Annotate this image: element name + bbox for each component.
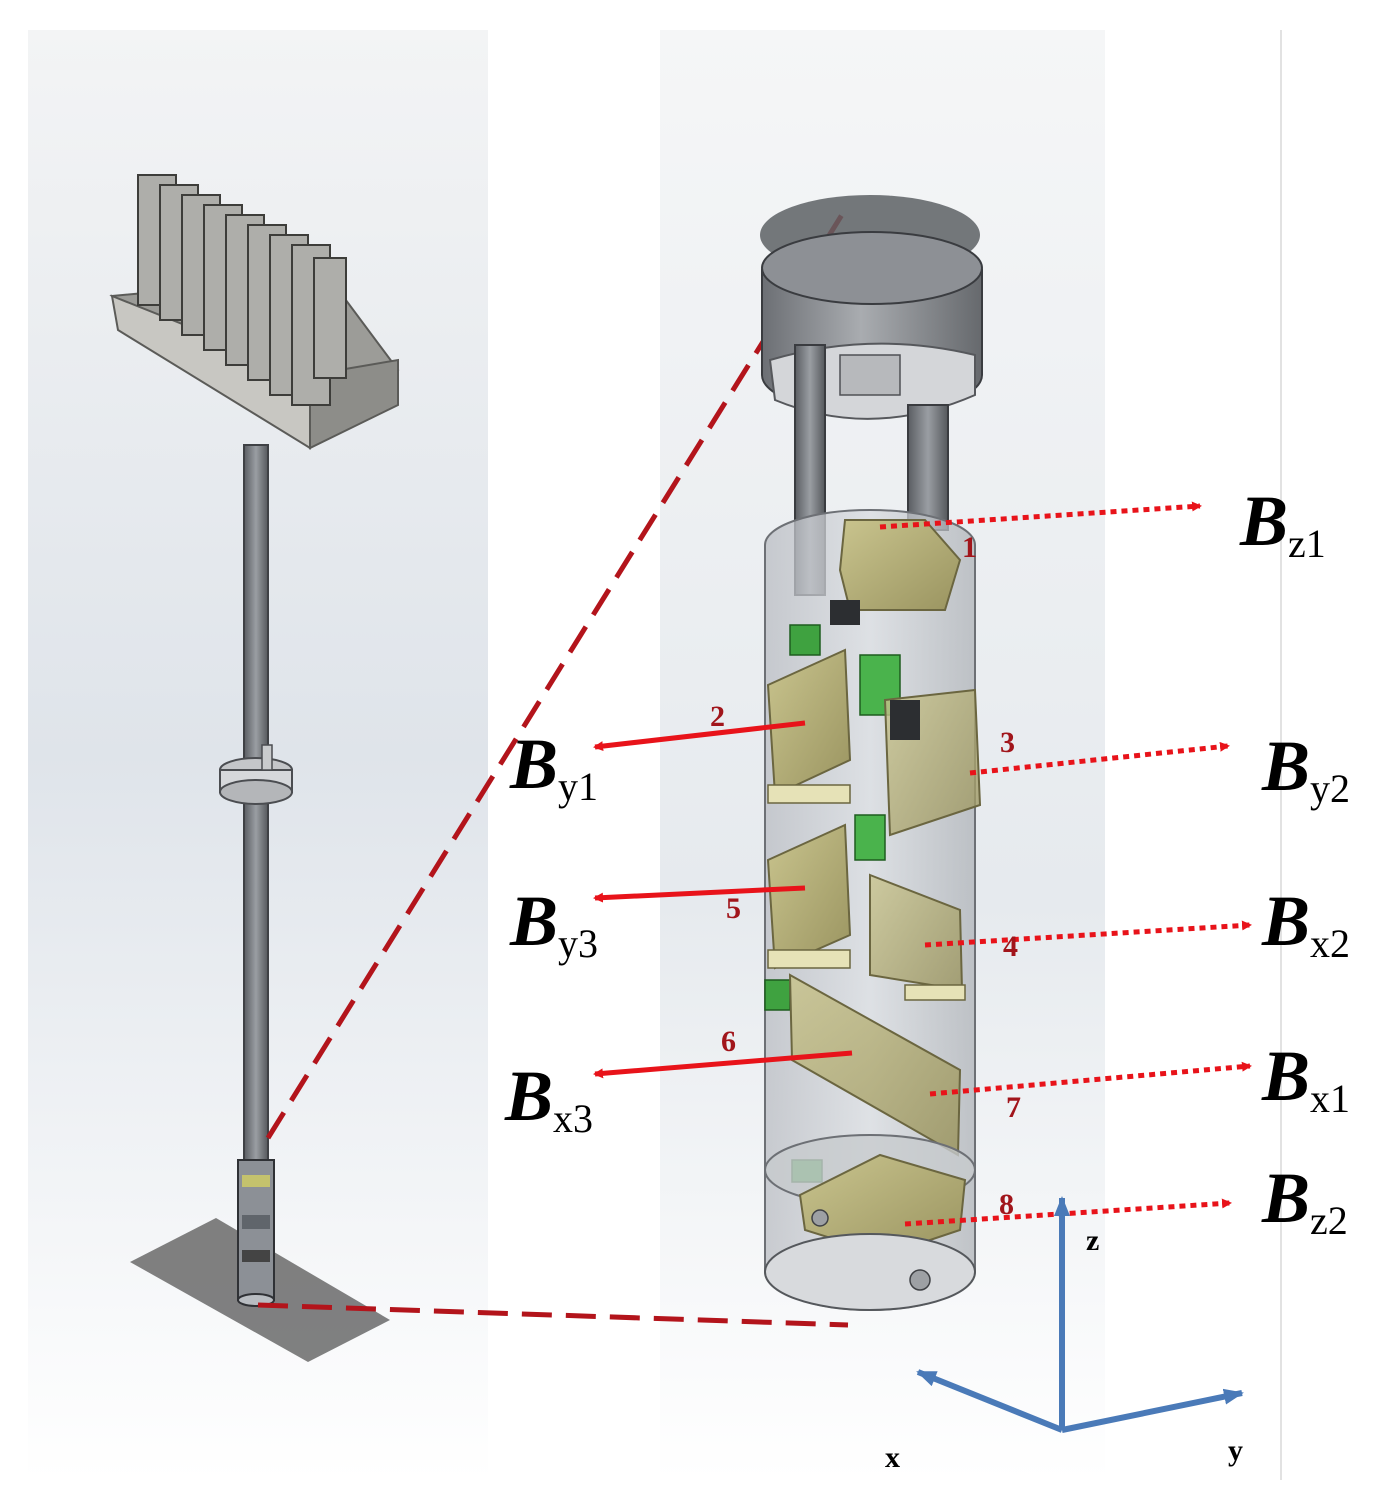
sensor-head-illustration (760, 195, 983, 1311)
full-probe-illustration (109, 174, 400, 1362)
sensor-arrows (593, 501, 1252, 1227)
arrow-by3 (593, 885, 806, 903)
arrow-bz1 (879, 501, 1202, 530)
label-bx1: Bx1 (1261, 1036, 1350, 1121)
label-by1: By1 (509, 724, 598, 809)
y-axis (1061, 1388, 1244, 1433)
leader-line-bottom (257, 1302, 849, 1328)
coordinate-axes: z x y (885, 1196, 1244, 1474)
arrow-bx1 (929, 1061, 1252, 1097)
label-bx3: Bx3 (504, 1056, 593, 1141)
sensor-number-6: 6 (721, 1025, 736, 1058)
sensor-number-7: 7 (1006, 1091, 1021, 1124)
connector-array (137, 174, 347, 406)
sensor-number-5: 5 (726, 892, 741, 925)
sensor-numbers: 1 2 3 4 5 6 7 8 (710, 531, 1021, 1221)
label-bz1: Bz1 (1239, 481, 1326, 566)
label-by2: By2 (1261, 726, 1350, 811)
x-axis (916, 1369, 1064, 1433)
y-axis-label: y (1228, 1434, 1243, 1467)
sensor-number-3: 3 (1000, 726, 1015, 759)
label-by3: By3 (509, 881, 598, 966)
sensor-number-1: 1 (962, 531, 977, 564)
sensor-number-4: 4 (1003, 930, 1018, 963)
sensor-number-2: 2 (710, 700, 725, 733)
label-bx2: Bx2 (1261, 881, 1350, 966)
x-axis-label: x (885, 1441, 900, 1474)
field-labels: Bz1 By1 By2 By3 Bx2 Bx3 Bx1 Bz2 (504, 481, 1350, 1243)
leader-line-top (265, 203, 851, 1140)
sensor-number-8: 8 (999, 1188, 1014, 1221)
z-axis-label: z (1086, 1224, 1099, 1257)
arrow-bx3 (593, 1050, 853, 1079)
arrow-by1 (593, 720, 806, 752)
label-bz2: Bz2 (1261, 1158, 1348, 1243)
